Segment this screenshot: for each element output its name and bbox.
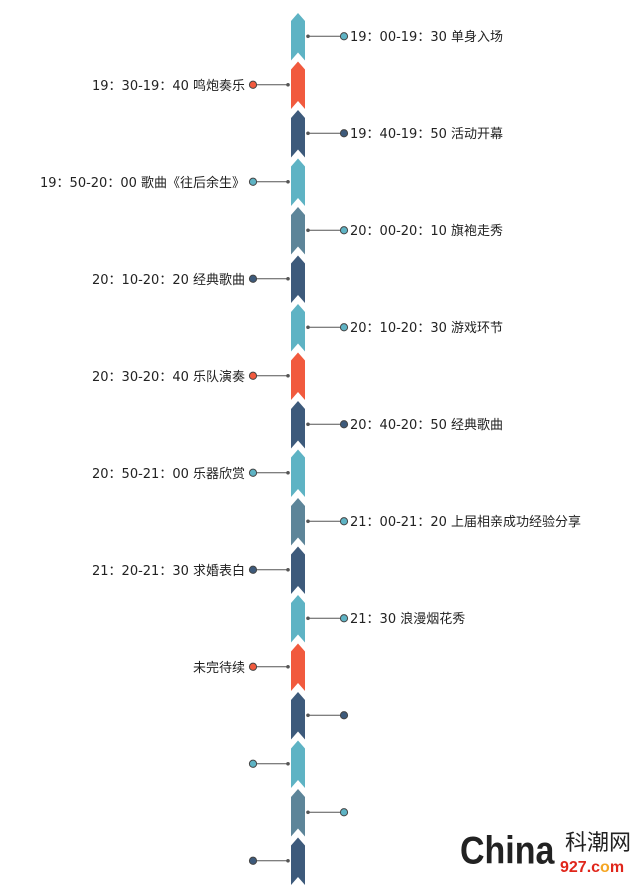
timeline-connector-end xyxy=(286,179,290,184)
timeline-node-dot xyxy=(339,808,349,817)
timeline-segment xyxy=(291,110,305,158)
timeline-node-dot xyxy=(339,517,349,526)
timeline-item-label: 20：10-20：30 游戏环节 xyxy=(350,321,503,337)
timeline-node-dot xyxy=(248,856,258,865)
timeline-node-dot xyxy=(339,420,349,429)
timeline-segment xyxy=(291,401,305,449)
timeline-segment xyxy=(291,449,305,497)
timeline-item-label: 20：10-20：20 经典歌曲 xyxy=(92,272,245,288)
timeline-connector-end xyxy=(286,82,290,87)
timeline-connector-end xyxy=(306,810,310,815)
timeline-connector-end xyxy=(306,325,310,330)
timeline-connector-end xyxy=(306,713,310,718)
timeline-connector-end xyxy=(306,228,310,233)
timeline-connector-end xyxy=(286,761,290,766)
timeline-segment xyxy=(291,158,305,206)
timeline-item-label: 19：00-19：30 单身入场 xyxy=(350,30,503,46)
timeline-segment xyxy=(291,13,305,61)
timeline-node-dot xyxy=(248,468,258,477)
timeline-node-dot xyxy=(339,711,349,720)
watermark-domain: 927.com xyxy=(560,859,624,876)
timeline-connector-end xyxy=(306,131,310,136)
timeline-segment xyxy=(291,255,305,303)
timeline-node-dot xyxy=(339,323,349,332)
timeline-connector-end xyxy=(286,567,290,572)
timeline-segment xyxy=(291,352,305,400)
timeline-segment xyxy=(291,692,305,740)
timeline-connector-end xyxy=(286,276,290,281)
watermark-brand: China xyxy=(460,828,555,872)
timeline-connector-end xyxy=(306,34,310,39)
timeline-connector-end xyxy=(306,616,310,621)
watermark-logo: China 科潮网 927.com xyxy=(460,820,631,880)
timeline-segment xyxy=(291,789,305,837)
timeline-item-label: 20：30-20：40 乐队演奏 xyxy=(92,369,245,385)
timeline-segment xyxy=(291,61,305,109)
timeline-item-label: 19：30-19：40 鸣炮奏乐 xyxy=(92,78,245,94)
timeline-item-label: 21：00-21：20 上届相亲成功经验分享 xyxy=(350,515,581,531)
timeline-node-dot xyxy=(248,662,258,671)
timeline-item-label: 19：50-20：00 歌曲《往后余生》 xyxy=(40,175,245,191)
timeline-node-dot xyxy=(339,614,349,623)
timeline-segment xyxy=(291,740,305,788)
timeline-connector-end xyxy=(286,664,290,669)
timeline-item-label: 20：00-20：10 旗袍走秀 xyxy=(350,224,503,240)
timeline-connector-end xyxy=(286,470,290,475)
timeline-item-label: 20：50-21：00 乐器欣赏 xyxy=(92,466,245,482)
timeline-item-label: 21：20-21：30 求婚表白 xyxy=(92,563,245,579)
timeline-segment xyxy=(291,207,305,255)
timeline-segment xyxy=(291,837,305,885)
timeline-node-dot xyxy=(248,371,258,380)
timeline-node-dot xyxy=(339,129,349,138)
timeline-node-dot xyxy=(339,226,349,235)
timeline-segment xyxy=(291,304,305,352)
timeline-segment xyxy=(291,546,305,594)
timeline-node-dot xyxy=(248,759,258,768)
timeline-segment xyxy=(291,595,305,643)
timeline-item-label: 20：40-20：50 经典歌曲 xyxy=(350,418,503,434)
timeline-item-label: 未完待续 xyxy=(192,660,245,676)
timeline-segment xyxy=(291,643,305,691)
timeline-connector-end xyxy=(286,858,290,863)
timeline-node-dot xyxy=(248,177,258,186)
timeline-connector-end xyxy=(306,519,310,524)
timeline-connector-end xyxy=(286,373,290,378)
timeline-node-dot xyxy=(339,32,349,41)
timeline-node-dot xyxy=(248,565,258,574)
timeline-item-label: 21：30 浪漫烟花秀 xyxy=(350,612,466,628)
timeline-connector-end xyxy=(306,422,310,427)
timeline-node-dot xyxy=(248,80,258,89)
watermark-chinese: 科潮网 xyxy=(565,831,630,856)
timeline-node-dot xyxy=(248,274,258,283)
timeline-item-label: 19：40-19：50 活动开幕 xyxy=(350,127,503,143)
timeline-segment xyxy=(291,498,305,546)
